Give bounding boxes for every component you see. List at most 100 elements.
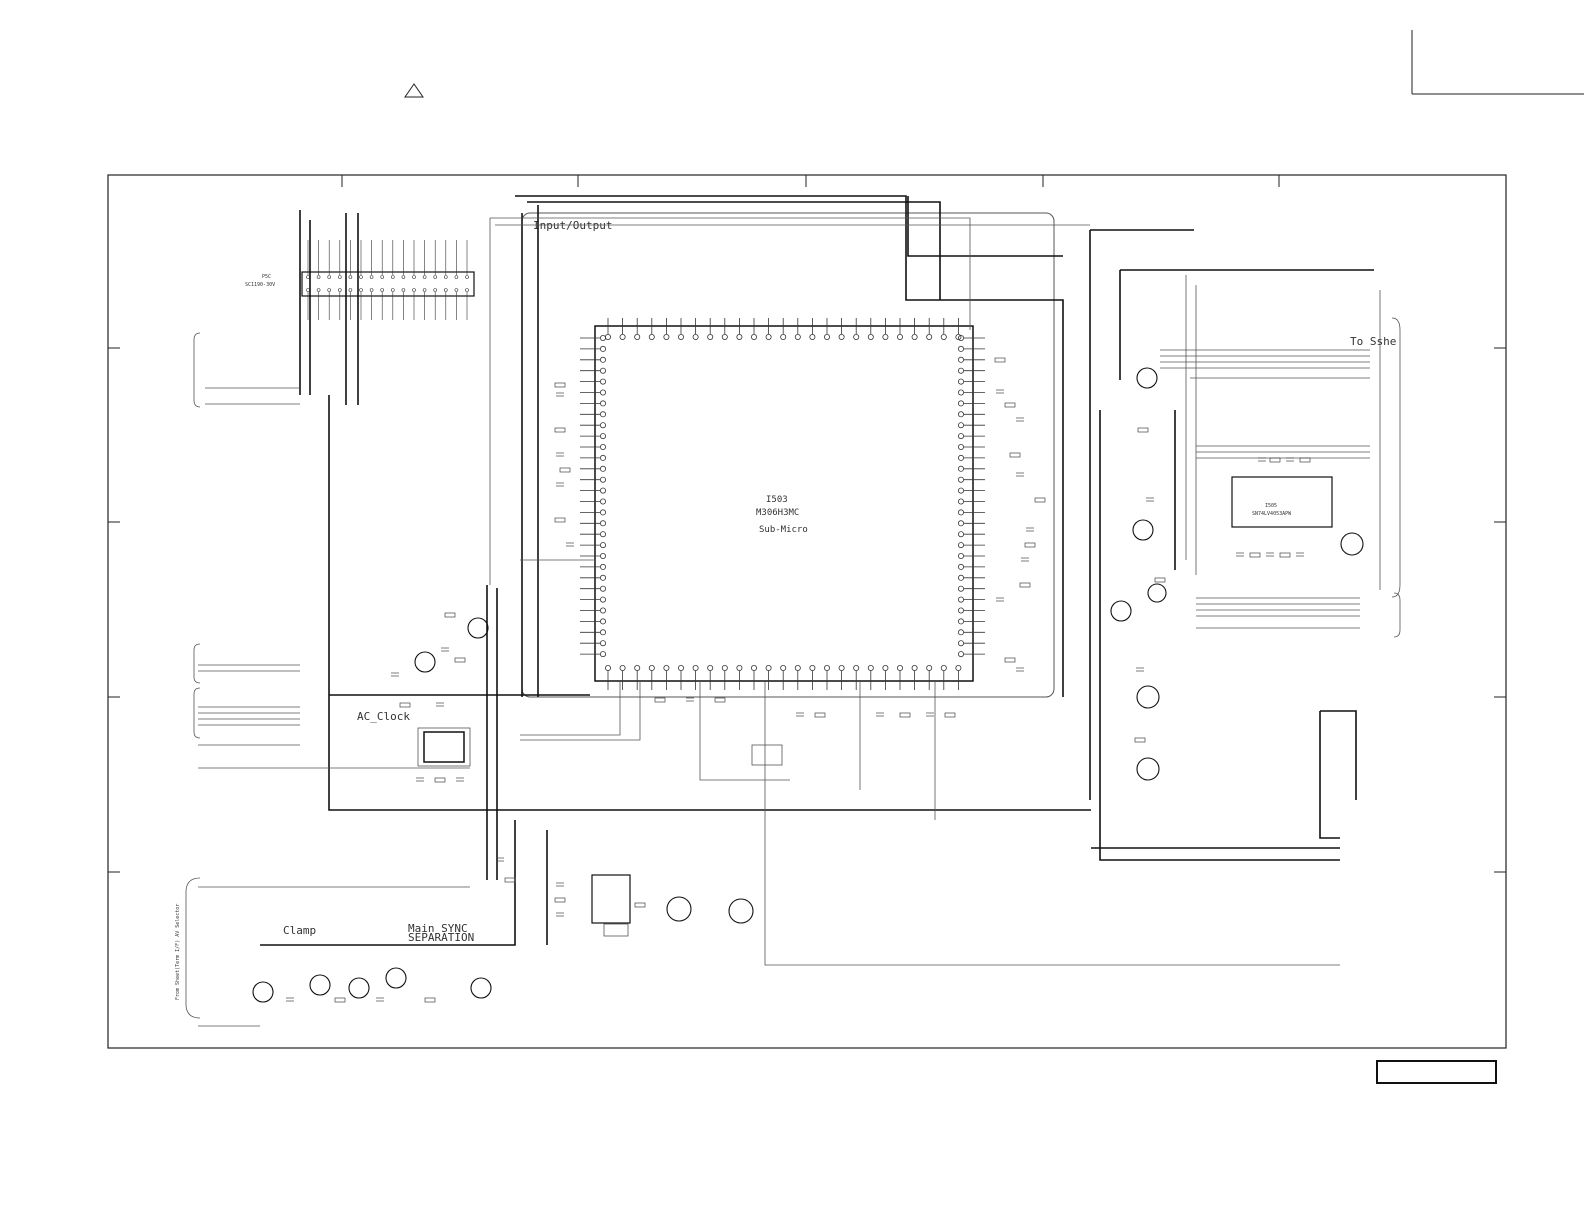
resistor <box>1137 427 1149 433</box>
connector-pin <box>327 288 332 292</box>
ic-pin-top <box>707 333 714 340</box>
ic-pin-top <box>911 333 918 340</box>
ic-pin-top <box>867 333 874 340</box>
signal-lines <box>198 217 1381 1027</box>
page-number-box <box>1376 1060 1497 1084</box>
resistor <box>714 697 726 703</box>
ic-pin-bottom <box>692 665 699 672</box>
svg-text:P5C: P5C <box>262 274 271 280</box>
ic-pin-left <box>600 422 607 429</box>
ic-pin-right <box>958 531 965 538</box>
ic-pin-left <box>600 345 607 352</box>
ic-pin-bottom <box>838 665 845 672</box>
ic-pin-top <box>882 333 889 340</box>
resistor <box>994 357 1006 363</box>
resistor <box>444 612 456 618</box>
ic-pin-right <box>958 596 965 603</box>
ic-pin-bottom <box>940 665 947 672</box>
ic-pin-left <box>600 574 607 581</box>
ic-i503: I503 M306H3MC Sub-Micro <box>594 325 974 682</box>
connector-pin <box>443 275 448 279</box>
ic-pin-right <box>958 411 965 418</box>
ic-pin-bottom <box>634 665 641 672</box>
ic-pin-right <box>958 618 965 625</box>
ic-pin-left <box>600 454 607 461</box>
ic-bottom <box>591 874 631 937</box>
svg-text:I503: I503 <box>766 495 788 505</box>
ic-pin-right <box>958 476 965 483</box>
io-block-label: Input/Output <box>533 219 612 232</box>
ic-pin-top <box>838 333 845 340</box>
resistor <box>504 877 516 883</box>
ic-pin-bottom <box>926 665 933 672</box>
bus-lines <box>260 195 1374 946</box>
ic-pin-left <box>600 509 607 516</box>
ic-pin-left <box>600 443 607 450</box>
resistor <box>1019 582 1031 588</box>
resistor <box>1004 657 1016 663</box>
av-selector-label: From Sheet(Term I/F) AV Selector <box>175 904 181 1000</box>
connector-pin <box>380 288 385 292</box>
ic-pin-right <box>958 607 965 614</box>
resistor <box>434 777 446 783</box>
ic-pin-top <box>926 333 933 340</box>
connector-pin <box>306 275 310 279</box>
ic-pin-right <box>958 422 965 429</box>
ic-pin-right <box>958 651 965 658</box>
ic-pin-bottom <box>897 665 904 672</box>
resistor <box>1299 457 1311 463</box>
ic-pin-left <box>600 542 607 549</box>
resistor <box>1024 542 1036 548</box>
ic-pin-right <box>958 520 965 527</box>
ic-pin-left <box>600 498 607 505</box>
ic-pin-right <box>958 334 965 341</box>
ic-pin-top <box>794 333 801 340</box>
ic-i505: I505 SN74LV4053APW <box>1231 476 1333 528</box>
right-block-title: To Sshe <box>1350 335 1396 348</box>
ic-pin-right <box>958 367 965 374</box>
ic-pin-right <box>958 585 965 592</box>
ic-pin-top <box>663 333 670 340</box>
ic-pin-left <box>600 629 607 636</box>
ic-pin-left <box>600 520 607 527</box>
ic-pin-top <box>853 333 860 340</box>
ic-pin-bottom <box>663 665 670 672</box>
ic-pin-left <box>600 378 607 385</box>
ic-pin-right <box>958 433 965 440</box>
title-block-corner <box>1411 30 1584 95</box>
clamp-label: Clamp <box>283 924 316 937</box>
resistor <box>944 712 956 718</box>
ic-pin-right <box>958 378 965 385</box>
connector-pin <box>380 275 385 279</box>
ic-pin-bottom <box>824 665 831 672</box>
ic-pin-top <box>648 333 655 340</box>
ic-pin-right <box>958 640 965 647</box>
sheet-frame <box>107 174 1507 1049</box>
resistor <box>454 657 466 663</box>
ic-pin-top <box>605 333 612 340</box>
ic-pin-bottom <box>955 665 962 672</box>
right-brackets <box>185 317 1401 1019</box>
connector-pin <box>465 288 469 292</box>
ic-pin-top <box>824 333 831 340</box>
ic-pin-right <box>958 345 965 352</box>
ic-pin-left <box>600 553 607 560</box>
connector-pin <box>454 275 459 279</box>
ic-pin-bottom <box>765 665 772 672</box>
ic-pin-top <box>955 333 962 340</box>
ic-i503-pins <box>580 318 985 690</box>
svg-text:M306H3MC: M306H3MC <box>756 508 799 518</box>
connector-pin <box>433 288 438 292</box>
ic-pin-bottom <box>678 665 685 672</box>
passive-components <box>286 357 1311 1003</box>
ic-pin-top <box>751 333 758 340</box>
ic-pin-right <box>958 553 965 560</box>
ic-pin-right <box>958 629 965 636</box>
connector-pin <box>306 288 310 292</box>
svg-text:SN74LV4053APW: SN74LV4053APW <box>1252 511 1292 517</box>
resistor <box>554 382 566 388</box>
ic-pin-bottom <box>721 665 728 672</box>
connector-pin <box>316 275 321 279</box>
connector-pin <box>412 275 416 279</box>
